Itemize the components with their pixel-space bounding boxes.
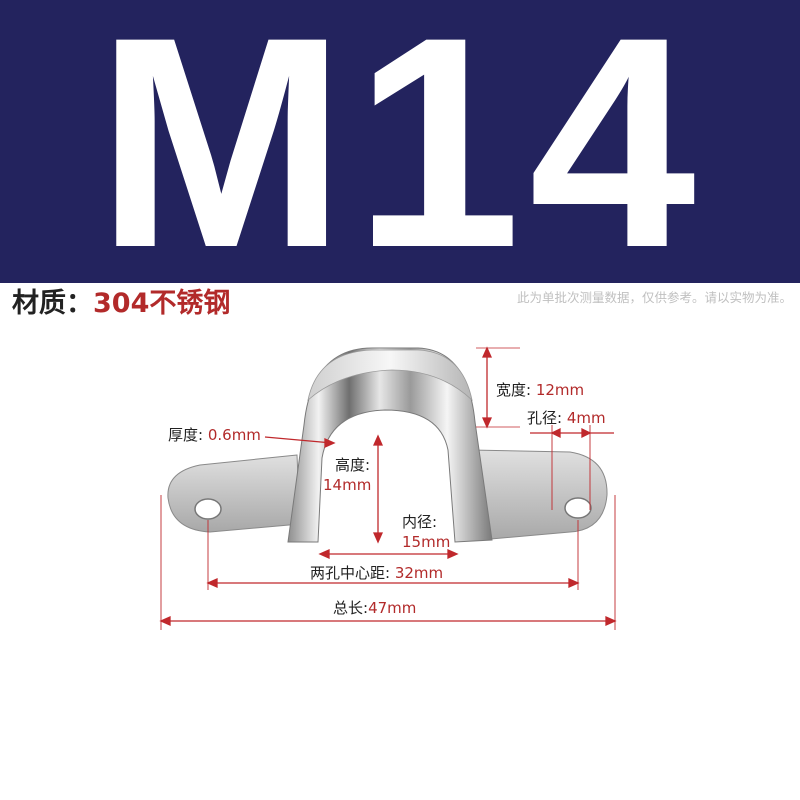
thickness-dimension: 厚度: 0.6mm [168, 426, 261, 444]
disclaimer-text: 此为单批次测量数据，仅供参考。请以实物为准。 [516, 290, 792, 305]
width-dimension: 宽度: 12mm [496, 381, 585, 399]
inner-dimension-label: 内径: [402, 513, 438, 531]
product-diagram: 宽度: 12mm 孔径: 4mm 厚度: 0.6mm 高度: 14mm 内径: … [0, 330, 800, 660]
hole-dimension: 孔径: 4mm [527, 409, 606, 427]
height-dimension-label: 高度: [335, 456, 371, 474]
arch-rim [307, 349, 473, 402]
right-hole [564, 497, 592, 519]
total-length-dimension: 总长:47mm [333, 599, 417, 617]
material-value: 304不锈钢 [93, 288, 231, 319]
pipe-clamp-illustration [159, 346, 617, 630]
inner-dimension-value: 15mm [402, 533, 451, 551]
material-line: 材质：304不锈钢 [12, 285, 230, 323]
size-title: M14 [96, 0, 704, 310]
height-dimension-value: 14mm [323, 476, 372, 494]
left-hole [194, 498, 222, 520]
arch-band [287, 347, 493, 543]
dimension-lines [159, 346, 617, 630]
material-label: 材质： [12, 288, 93, 319]
left-flange [167, 454, 301, 533]
title-banner: M14 [0, 0, 800, 310]
spacing-dimension: 两孔中心距: 32mm [310, 564, 444, 582]
